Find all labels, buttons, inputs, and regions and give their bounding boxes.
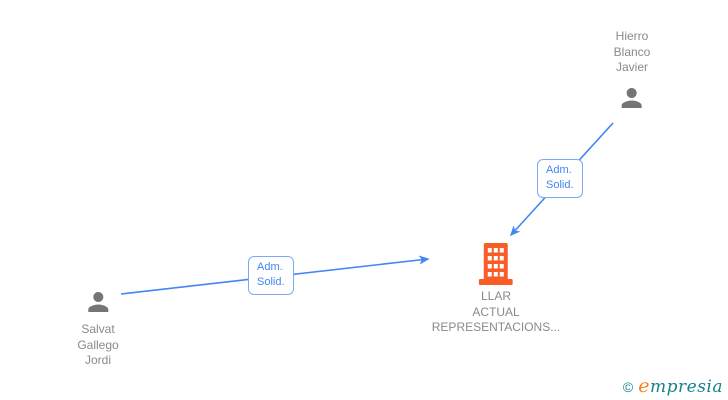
edge-label-line: Solid. [257,276,285,288]
person-name-line: Hierro [615,29,649,43]
building-icon [479,243,513,285]
edge-label-adm-solid-salvat: Adm. Solid. [248,256,294,295]
person-node-hierro-blanco-javier[interactable]: Hierro Blanco Javier [614,29,651,113]
brand-wordmark: empresia [638,375,723,397]
edge-label-adm-solid-hierro: Adm. Solid. [537,159,583,198]
person-name-line: Javier [615,60,649,74]
person-name-label: Hierro Blanco Javier [614,29,651,76]
person-name-line: Gallego [77,337,119,352]
person-node-salvat-gallego-jordi[interactable]: Salvat Gallego Jordi [77,287,119,369]
person-name-label: Salvat Gallego Jordi [77,322,118,369]
person-icon [83,287,113,317]
brand-rest: mpresia [650,377,723,397]
copyright-symbol: © [622,379,634,395]
edge-label-line: Adm. [546,164,572,176]
company-name-line: LLAR [480,289,512,303]
person-name-line: Blanco [613,44,651,59]
edge-label-line: Adm. [257,261,283,273]
brand-lead-letter: e [638,375,650,397]
empresia-logo[interactable]: © empresia [623,375,723,397]
company-name-label: LLAR ACTUAL REPRESENTACIONS... [432,289,560,336]
company-node-llar-actual-representacions[interactable]: LLAR ACTUAL REPRESENTACIONS... [432,243,560,336]
person-name-line: Jordi [84,353,111,367]
person-name-line: Salvat [81,322,115,336]
person-icon [617,83,647,113]
edge-label-line: Solid. [546,179,574,191]
company-name-line: REPRESENTACIONS... [431,320,561,334]
company-name-line: ACTUAL [472,304,520,319]
